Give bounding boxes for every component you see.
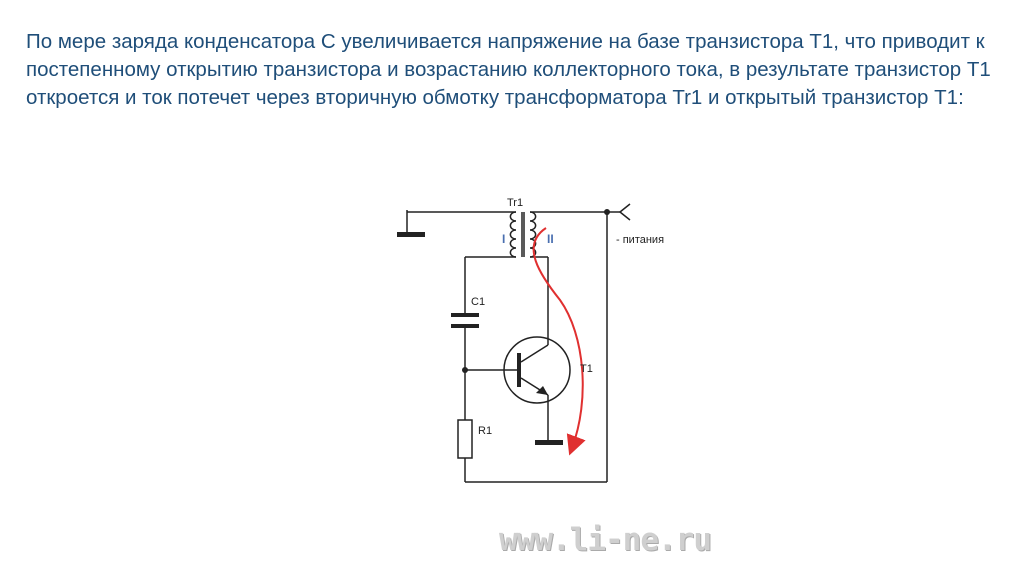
winding-secondary-label: II xyxy=(547,232,554,246)
transistor-collector-lead xyxy=(520,344,549,363)
capacitor-plate-top xyxy=(451,313,479,317)
capacitor-plate-bottom xyxy=(451,324,479,328)
resistor-label: R1 xyxy=(478,425,492,437)
emitter-arrow-icon xyxy=(536,386,548,395)
watermark: www.li-ne.ru xyxy=(499,522,712,558)
ground-symbol-emitter xyxy=(535,440,563,445)
resistor-body xyxy=(457,419,473,459)
transformer-label: Tr1 xyxy=(507,197,523,209)
transformer xyxy=(509,211,537,258)
capacitor-label: C1 xyxy=(471,296,485,308)
explanation-paragraph: По мере заряда конденсатора С увеличивае… xyxy=(26,30,991,109)
transistor-base-bar xyxy=(517,353,521,387)
supply-terminal-icon xyxy=(619,203,631,221)
supply-label: - питания xyxy=(616,234,664,246)
winding-primary-label: I xyxy=(502,232,505,246)
junction-dot-supply xyxy=(604,209,610,215)
transistor xyxy=(503,336,571,404)
ground-symbol-top xyxy=(397,232,425,237)
current-path-arrow xyxy=(532,227,586,456)
transistor-label: T1 xyxy=(580,363,593,375)
junction-dot-base xyxy=(462,367,468,373)
wires xyxy=(406,210,620,483)
transistor-circle xyxy=(503,336,571,404)
primary-winding xyxy=(509,211,517,258)
secondary-winding xyxy=(529,211,537,258)
